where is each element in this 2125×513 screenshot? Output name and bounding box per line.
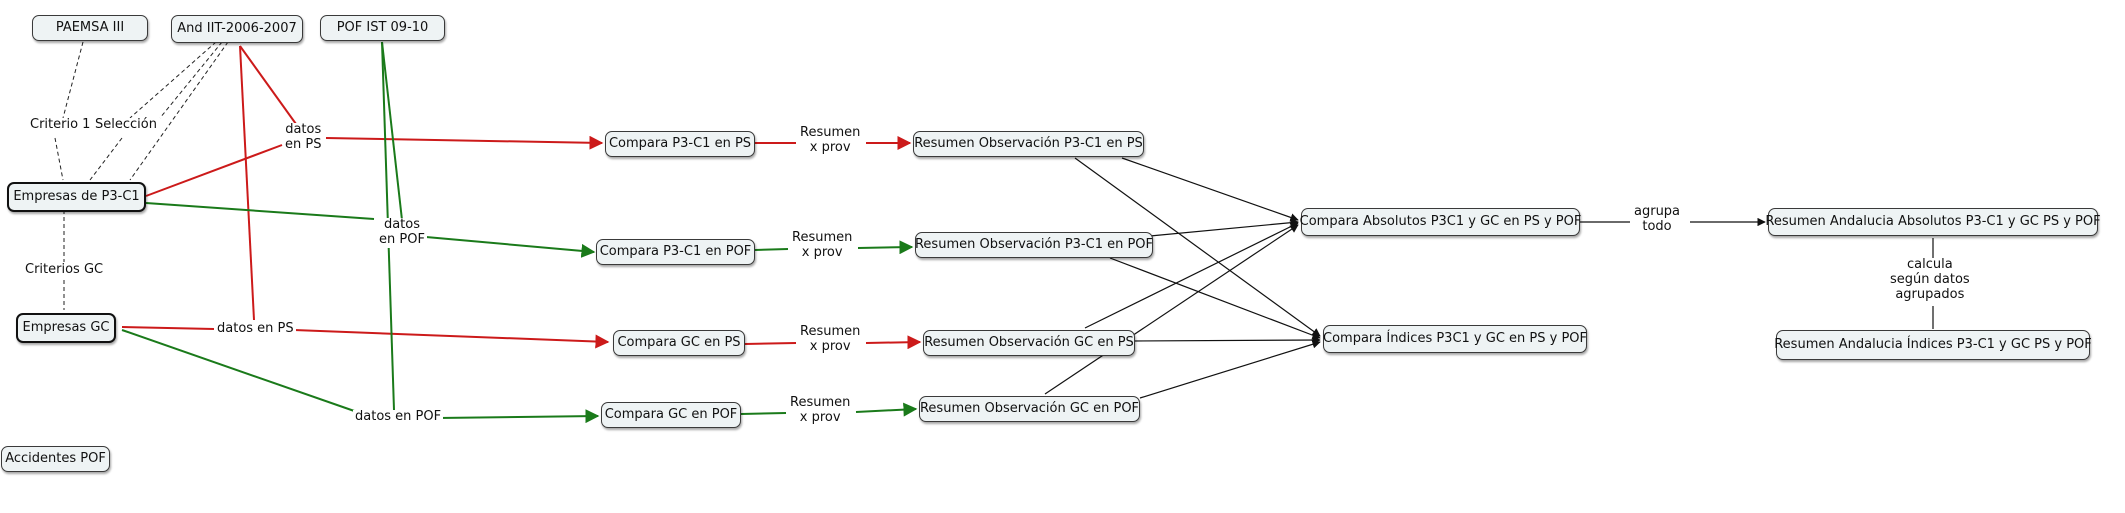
- link-empresas-gc-datos-pof: [121, 329, 361, 414]
- link-res-p3-ps-cmp-abs: [1121, 157, 1299, 222]
- black-links: [1044, 157, 1934, 399]
- link-res-p3-ps-cmp-idx: [1074, 157, 1321, 337]
- link-res-p3-pof-cmp-abs: [1149, 218, 1299, 237]
- link-res-gc-ps-cmp-idx: [1131, 335, 1321, 345]
- link-and-datos-ps: [239, 45, 297, 125]
- node-pof-ist-09-10[interactable]: POF IST 09-10: [320, 15, 445, 41]
- label-datos-en-ps-p3: datos en PS: [283, 122, 324, 153]
- link-compara-p3-pof-resumen: [754, 248, 789, 251]
- node-and-iit-2006-2007[interactable]: And IIT-2006-2007: [171, 15, 303, 43]
- node-compara-absolutos[interactable]: Compara Absolutos P3C1 y GC en PS y POF: [1300, 208, 1581, 236]
- node-resumen-andalucia-absolutos[interactable]: Resumen Andalucia Absolutos P3-C1 y GC P…: [1765, 208, 2101, 236]
- node-compara-p3-c1-ps[interactable]: Compara P3-C1 en PS: [605, 131, 755, 157]
- link-seleccion-empresas-p3: [89, 137, 123, 181]
- node-empresas-gc[interactable]: Empresas GC: [16, 313, 116, 343]
- link-criterio1-empresas-p3: [54, 137, 64, 181]
- label-resumen-x-prov-3: Resumen x prov: [800, 324, 861, 354]
- link-empresas-p3-datos-ps: [145, 144, 283, 197]
- link-empresas-p3-datos-pof: [145, 202, 375, 220]
- label-resumen-x-prov-1: Resumen x prov: [800, 125, 861, 155]
- link-pof-datos-pof-p3: [381, 41, 403, 221]
- link-res-gc-pof-cmp-idx: [1139, 340, 1321, 399]
- link-and-seleccion-2: [159, 41, 223, 119]
- link-compara-gc-pof-resumen: [740, 412, 787, 415]
- label-calcula-segun-datos-agrupados: calcula según datos agrupados: [1890, 257, 1970, 302]
- label-datos-en-pof-p3: datos en POF: [377, 217, 427, 248]
- label-resumen-x-prov-2: Resumen x prov: [792, 230, 853, 260]
- link-resumen-res-p3-pof: [857, 240, 914, 255]
- link-res-gc-pof-cmp-abs: [1044, 224, 1299, 395]
- label-seleccion: Selección: [93, 117, 159, 133]
- link-datos-pof-compara-gc-pof: [437, 409, 600, 424]
- link-empresas-gc-datos-ps: [121, 326, 215, 330]
- link-compara-gc-ps-resumen: [744, 342, 797, 345]
- node-resumen-observacion-gc-ps[interactable]: Resumen Observación GC en PS: [923, 330, 1135, 356]
- node-compara-p3-c1-pof[interactable]: Compara P3-C1 en POF: [596, 239, 755, 265]
- label-datos-en-pof-gc: datos en POF: [353, 409, 444, 425]
- node-accidentes-pof[interactable]: Accidentes POF: [1, 446, 110, 472]
- label-resumen-x-prov-4: Resumen x prov: [790, 395, 851, 425]
- link-res-gc-ps-cmp-abs: [1084, 222, 1299, 329]
- node-paemsa-iii[interactable]: PAEMSA III: [32, 15, 148, 41]
- node-compara-gc-pof[interactable]: Compara GC en POF: [601, 402, 741, 428]
- link-and-seleccion-1: [129, 41, 217, 119]
- node-compara-indices[interactable]: Compara Índices P3C1 y GC en PS y POF: [1323, 325, 1587, 353]
- red-links: [121, 45, 922, 350]
- link-and-empresas-p3: [129, 41, 229, 181]
- label-agrupa-todo: agrupa todo: [1634, 204, 1681, 234]
- label-datos-en-ps-gc: datos en PS: [215, 321, 296, 337]
- link-datos-pof-compara-p3-pof: [425, 236, 596, 258]
- link-resumen-res-gc-pof: [855, 402, 918, 417]
- link-res-p3-pof-cmp-idx: [1109, 257, 1321, 340]
- node-resumen-andalucia-indices[interactable]: Resumen Andalucia Índices P3-C1 y GC PS …: [1774, 330, 2092, 360]
- node-compara-gc-ps[interactable]: Compara GC en PS: [613, 330, 745, 356]
- link-paemsa-criterio1: [62, 41, 84, 119]
- node-resumen-observacion-p3-c1-ps[interactable]: Resumen Observación P3-C1 en PS: [913, 131, 1144, 157]
- dashed-links: [54, 41, 229, 310]
- node-resumen-observacion-gc-pof[interactable]: Resumen Observación GC en POF: [919, 396, 1140, 422]
- link-and-datos-ps-gc: [239, 45, 255, 321]
- label-criterios-gc: Criterios GC: [23, 262, 106, 278]
- node-empresas-p3-c1[interactable]: Empresas de P3-C1: [7, 182, 146, 212]
- link-datos-ps-compara-p3-ps: [325, 135, 604, 150]
- label-criterio-1: Criterio 1: [28, 117, 93, 133]
- node-resumen-observacion-p3-c1-pof[interactable]: Resumen Observación P3-C1 en POF: [915, 232, 1153, 258]
- link-datos-ps-compara-gc-ps: [293, 329, 610, 349]
- link-resumen-res-gc-ps: [865, 335, 922, 350]
